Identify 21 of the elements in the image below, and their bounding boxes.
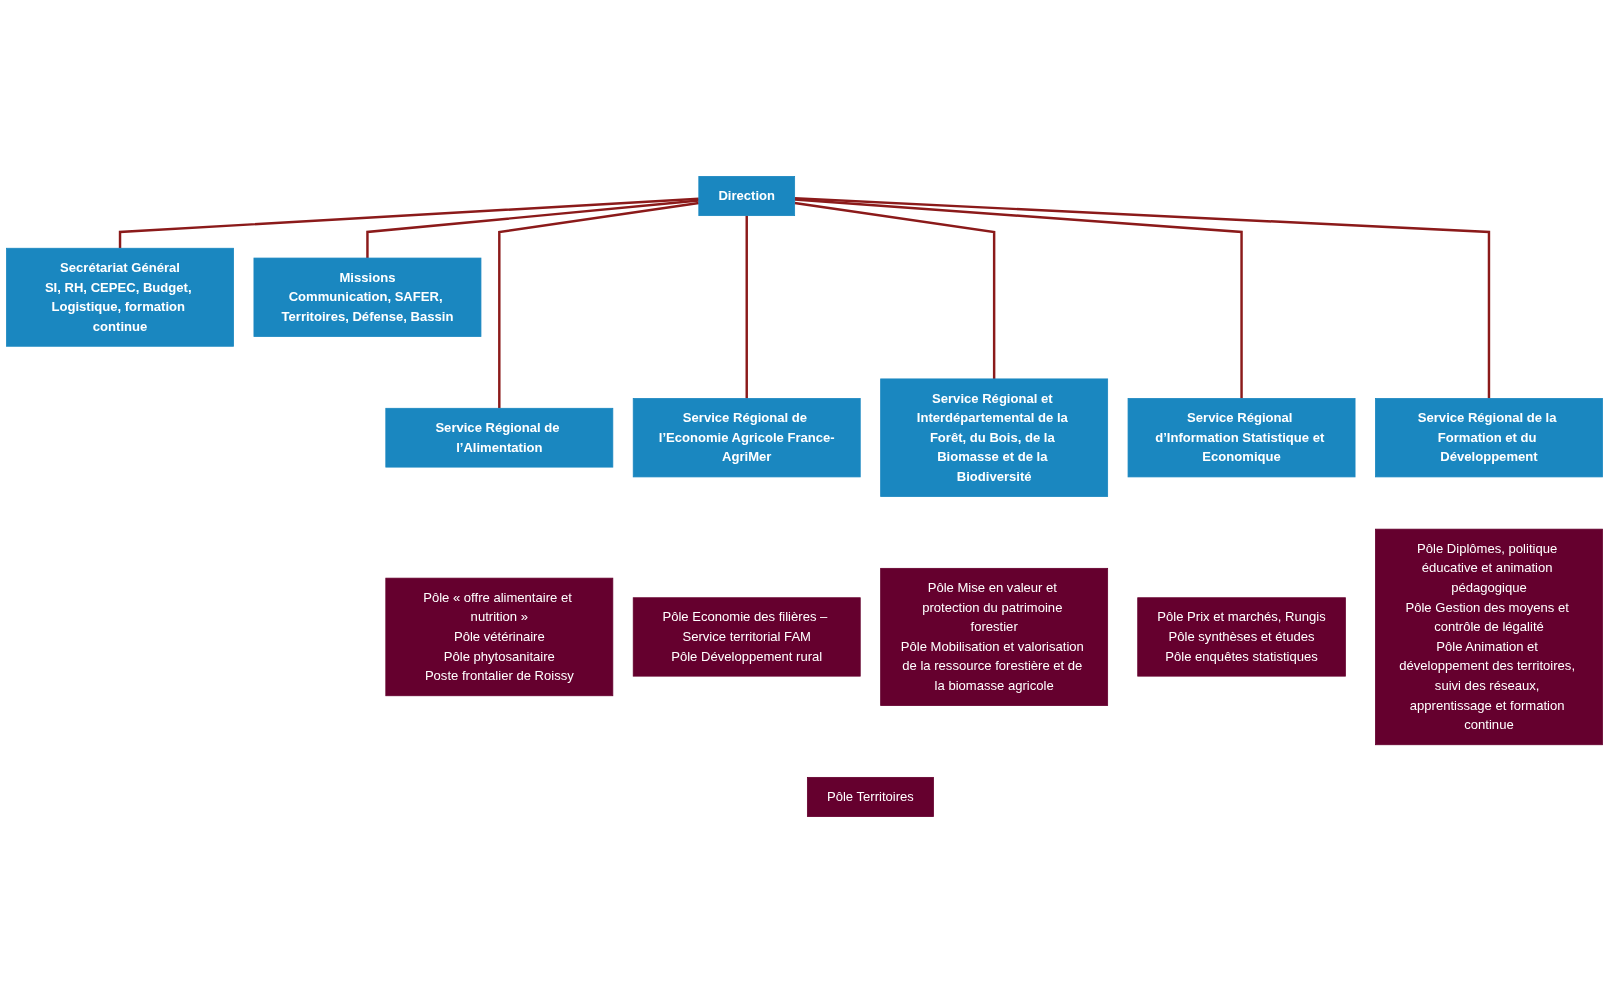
node-box: Secrétariat Général SI, RH, CEPEC, Budget, Logistique, formation continue — [6, 247, 234, 347]
node-box: Pôle « offre alimentaire et nutrition » Pôle vétérinaire Pôle phytosanitaire Poste frontalier de Roissy — [385, 577, 614, 697]
node-box: Service Régional et Interdépartemental de la Forêt, du Bois, de la Biomasse et de la Biodiversité — [880, 378, 1109, 497]
connector — [794, 197, 1491, 399]
connector — [366, 199, 699, 259]
node-box: Pôle Prix et marchés, Rungis Pôle synthèses et études Pôle enquêtes statistiques — [1137, 597, 1346, 677]
node-box: Service Régional d’Information Statistique et Economique — [1127, 398, 1356, 478]
node-box: Pôle Economie des filières – Service territorial FAM Pôle Développement rural — [632, 597, 861, 677]
connector — [118, 197, 699, 249]
node-box: Service Régional de la Formation et du Développement — [1375, 398, 1603, 478]
node-box: Service Régional de l’Economie Agricole France-AgriMer — [632, 398, 861, 478]
node-box: Missions Communication, SAFER, Territoires, Défense, Bassin — [253, 257, 482, 337]
node-box: Pôle Mise en valeur et protection du patrimoine forestier Pôle Mobilisation et valorisation de la ressource forestière et de la biomasse agricole — [880, 567, 1109, 706]
connector — [794, 201, 996, 379]
node-box: Pôle Territoires — [807, 777, 934, 817]
connector — [745, 215, 748, 399]
node-box: Direction — [698, 176, 796, 216]
connector — [498, 201, 699, 409]
connector — [794, 198, 1243, 399]
node-box: Service Régional de l’Alimentation — [385, 407, 614, 468]
node-box: Pôle Diplômes, politique éducative et animation pédagogique Pôle Gestion des moyens et contrôle de légalité Pôle Animation et développement des territoires, suivi des réseaux, apprentissage et formation continue — [1375, 528, 1603, 746]
